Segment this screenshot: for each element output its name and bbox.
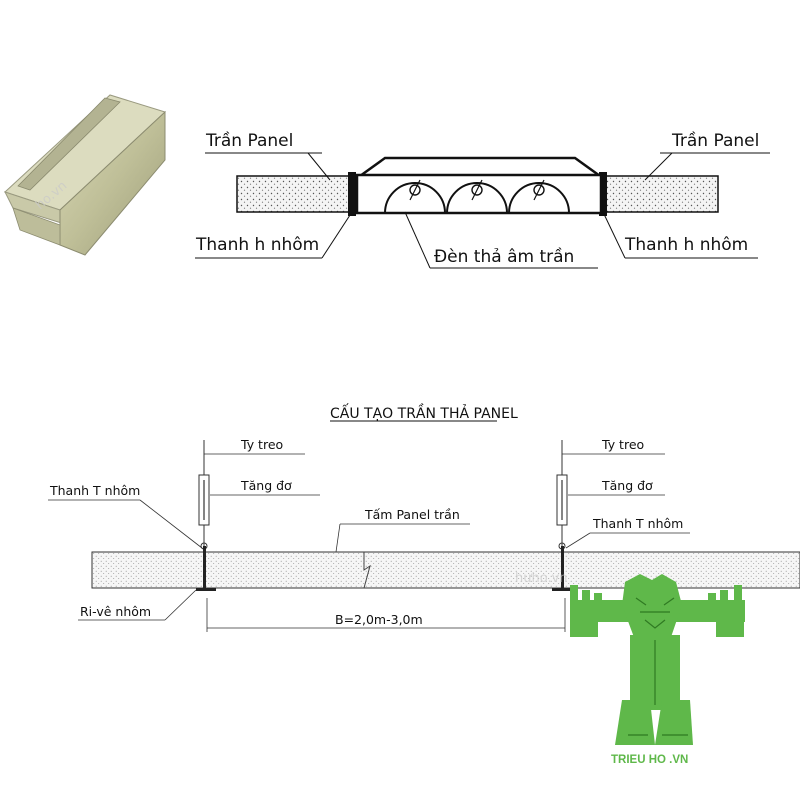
label-h-bar-left: Thanh h nhôm bbox=[195, 235, 319, 255]
h-bar-right bbox=[599, 172, 607, 216]
label-tran-panel-right: Trần Panel bbox=[671, 130, 759, 151]
label-rive-nhom: Ri-vê nhôm bbox=[80, 604, 151, 619]
h-profile-image: ho.vn bbox=[4, 94, 166, 256]
label-dimension: B=2,0m-3,0m bbox=[335, 612, 423, 627]
brand-logo: TRIEU HO .VN bbox=[570, 574, 745, 766]
label-tang-do-right: Tăng đơ bbox=[601, 478, 653, 493]
diagram-title: CẤU TẠO TRẦN THẢ PANEL bbox=[330, 403, 518, 422]
hanger-right bbox=[552, 440, 572, 591]
top-diagram: Trần Panel Trần Panel Thanh h nhôm Thanh… bbox=[195, 130, 770, 269]
panel-left bbox=[236, 175, 351, 213]
label-recessed-light: Đèn thả âm trần bbox=[434, 246, 574, 267]
label-h-bar-right: Thanh h nhôm bbox=[624, 235, 748, 255]
label-ty-treo-right: Ty treo bbox=[601, 437, 644, 452]
watermark-text: hưho.vn bbox=[515, 571, 568, 586]
bottom-diagram: CẤU TẠO TRẦN THẢ PANEL bbox=[48, 403, 800, 632]
label-tam-panel: Tấm Panel trần bbox=[364, 507, 460, 522]
h-bar-left bbox=[348, 172, 356, 216]
recessed-light bbox=[355, 156, 604, 215]
hanger-left bbox=[196, 440, 216, 591]
tiger-logo-icon bbox=[570, 574, 745, 745]
ceiling-panel-strip bbox=[91, 551, 800, 589]
panel-right bbox=[604, 175, 719, 213]
logo-text: TRIEU HO .VN bbox=[611, 754, 688, 766]
label-thanh-t-left: Thanh T nhôm bbox=[49, 483, 140, 498]
label-thanh-t-right: Thanh T nhôm bbox=[592, 516, 683, 531]
label-ty-treo-left: Ty treo bbox=[240, 437, 283, 452]
label-tang-do-left: Tăng đơ bbox=[240, 478, 292, 493]
label-tran-panel-left: Trần Panel bbox=[205, 130, 293, 151]
